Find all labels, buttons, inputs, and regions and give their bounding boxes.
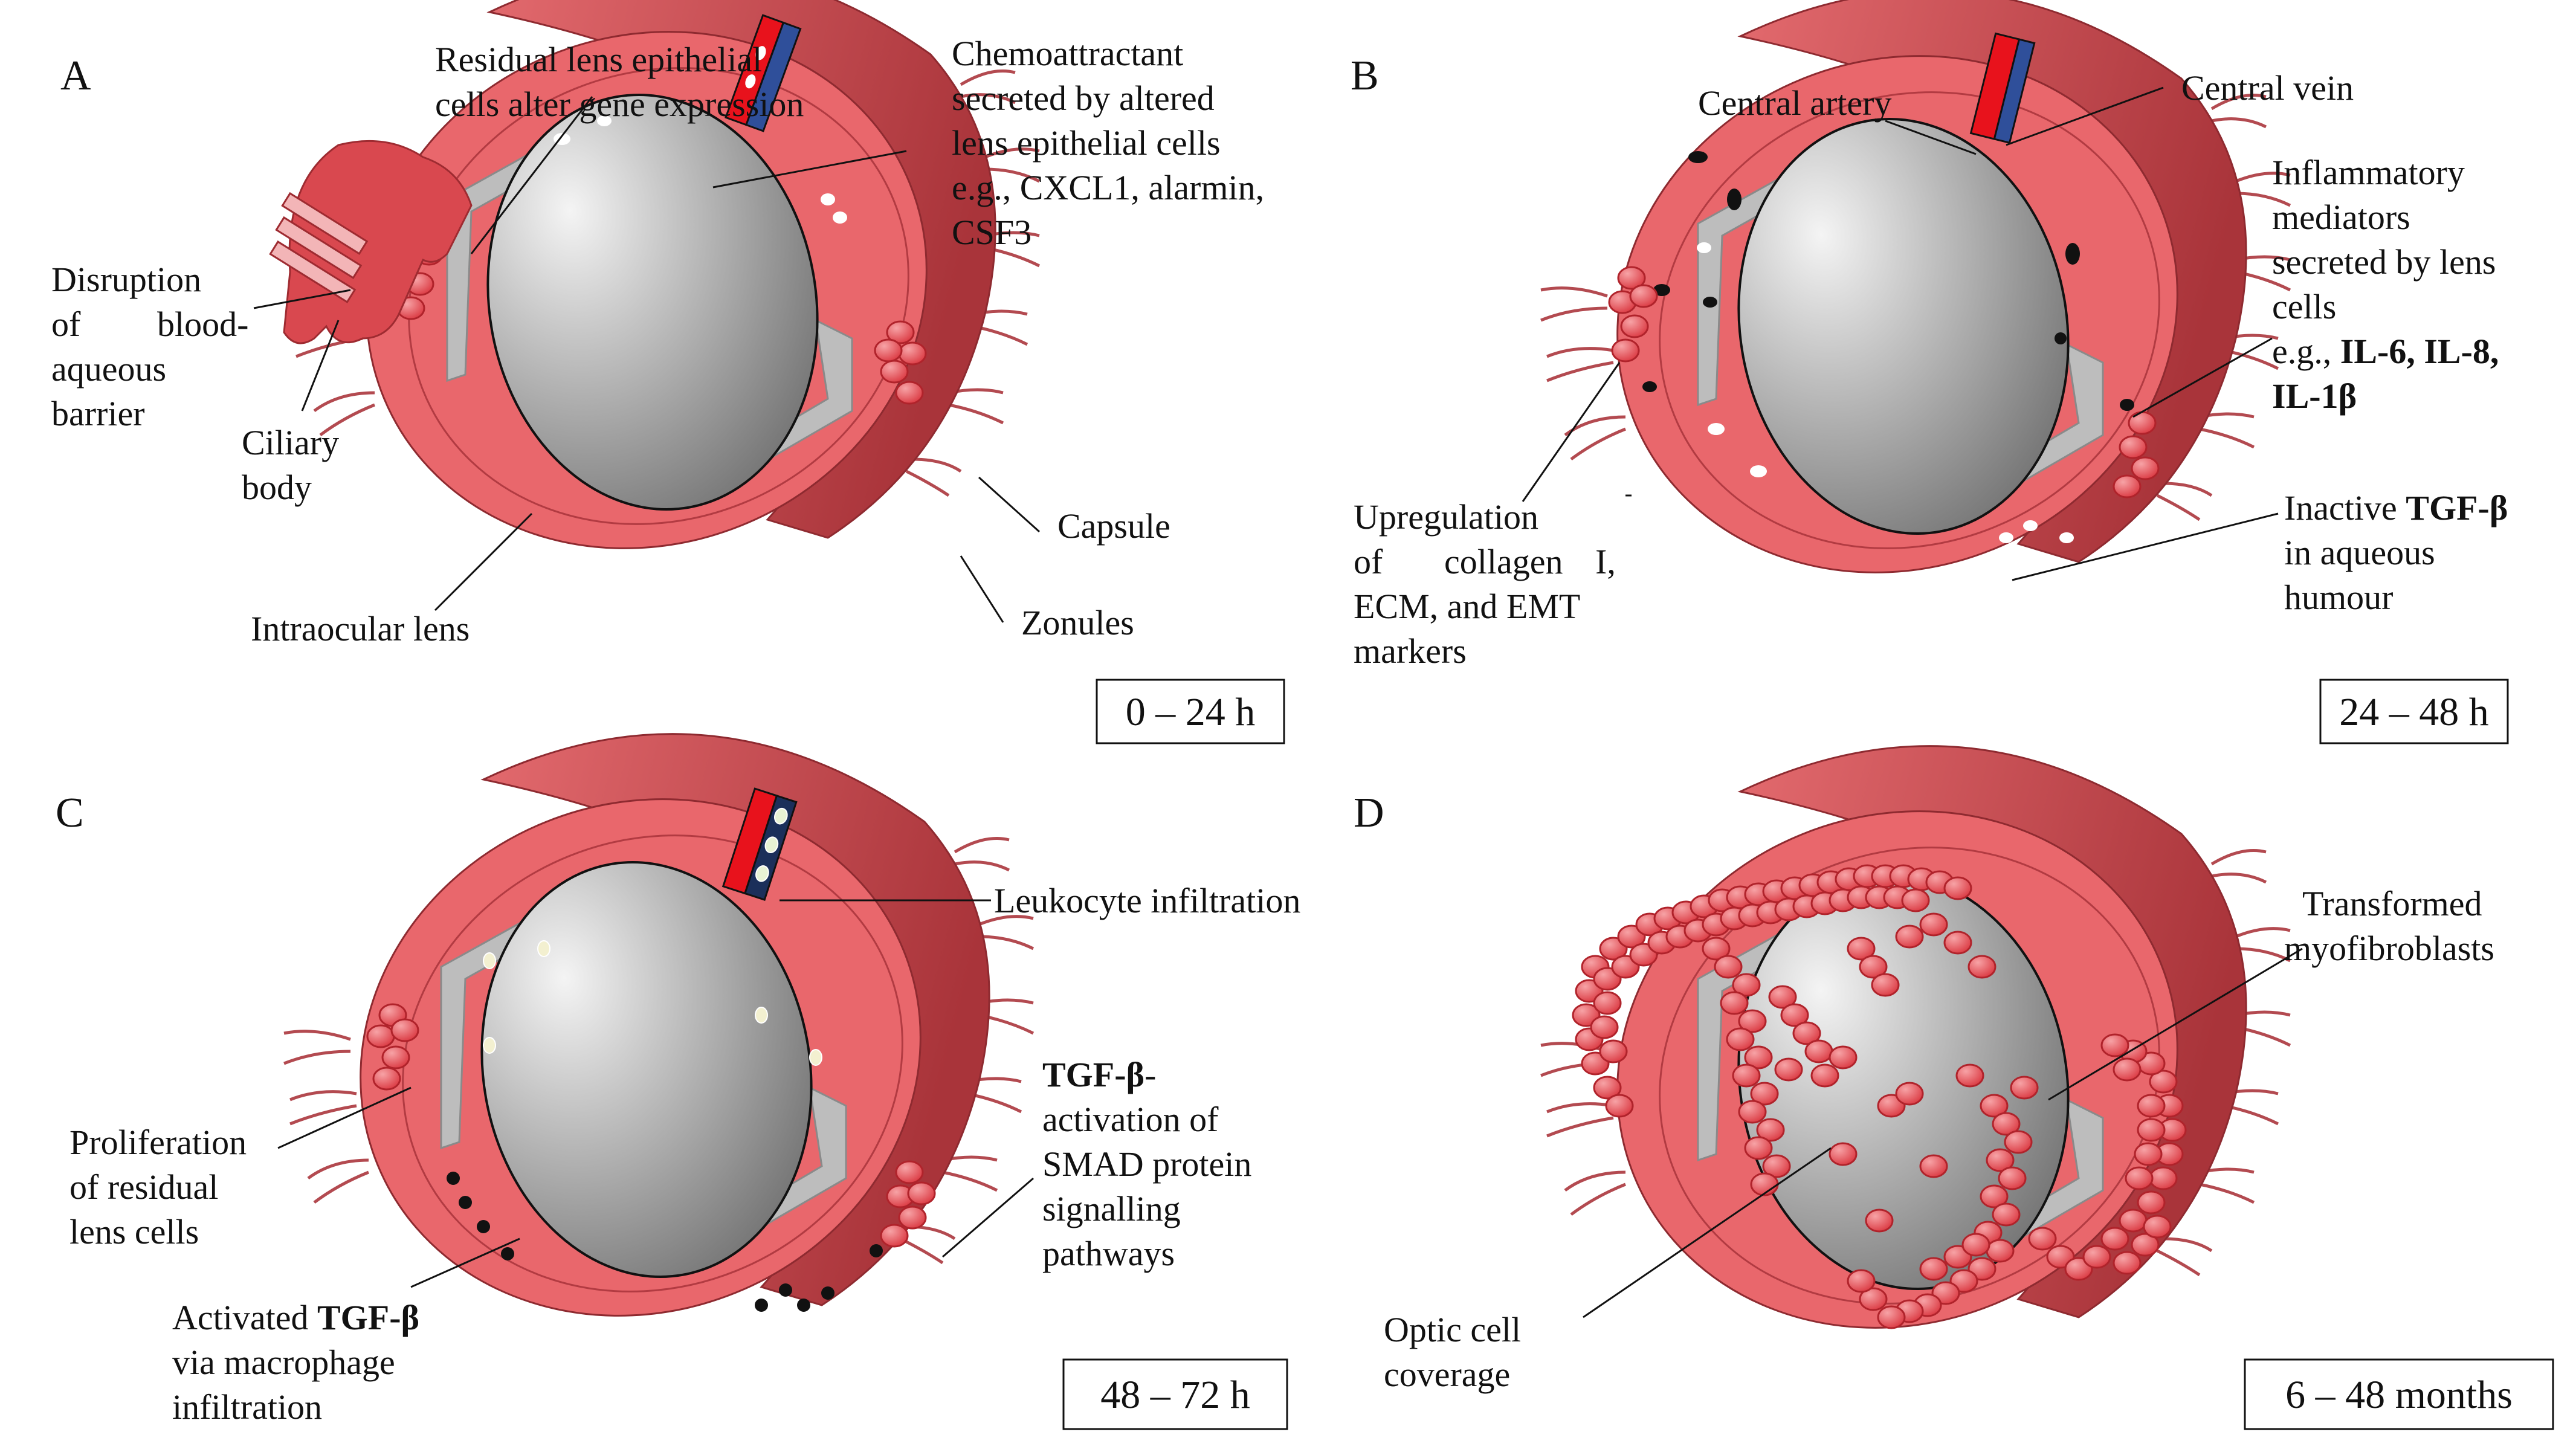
label-disruption-l1: Disruption bbox=[51, 260, 201, 299]
panel-c-time-box bbox=[1062, 1358, 1288, 1430]
label-leukocyte-infiltration: Leukocyte infiltration bbox=[994, 881, 1300, 920]
label-prolif-l2: of residual bbox=[69, 1167, 218, 1207]
label-inflam-l6: IL-1β bbox=[2272, 376, 2357, 416]
label-intraocular-lens: Intraocular lens bbox=[251, 609, 470, 648]
panel-d-time-box bbox=[2244, 1358, 2554, 1430]
label-zonules: Zonules bbox=[1021, 603, 1134, 642]
label-transformed-l1: Transformed bbox=[2302, 884, 2482, 923]
label-prolif-l1: Proliferation bbox=[69, 1123, 247, 1162]
label-disruption-l3: blood- bbox=[157, 305, 248, 344]
label-chemo-l3: lens epithelial cells bbox=[952, 123, 1221, 163]
label-inflam-l4: cells bbox=[2272, 287, 2336, 326]
label-chemo-l5: CSF3 bbox=[952, 213, 1031, 252]
panel-a-time-box bbox=[1096, 679, 1285, 744]
label-inflam-l2: mediators bbox=[2272, 198, 2410, 237]
label-upreg-l4: markers bbox=[1354, 631, 1467, 671]
label-inactive-l2: in aqueous bbox=[2284, 533, 2435, 572]
panel-b-letter: B bbox=[1351, 53, 1379, 99]
label-chemo-l1: Chemoattractant bbox=[952, 34, 1183, 73]
panel-d: D bbox=[1354, 728, 2554, 1430]
label-inactive-l1: Inactive TGF-β bbox=[2284, 488, 2508, 528]
label-central-artery: Central artery bbox=[1698, 83, 1891, 123]
label-transformed-l2: myofibroblasts bbox=[2284, 929, 2494, 968]
label-upreg-l3: ECM, and EMT bbox=[1354, 587, 1580, 626]
label-inflam-l5: e.g., IL-6, IL-8, bbox=[2272, 332, 2499, 371]
label-ciliary-l1: Ciliary bbox=[242, 423, 339, 462]
label-tgf-l4: signalling bbox=[1042, 1189, 1181, 1228]
label-capsule: Capsule bbox=[1057, 506, 1170, 546]
label-inactive-l3: humour bbox=[2284, 578, 2393, 617]
label-residual-cells-l1: Residual lens epithelial bbox=[435, 40, 762, 79]
label-tgf-l3: SMAD protein bbox=[1042, 1144, 1251, 1184]
ciliary-body bbox=[269, 140, 473, 344]
label-upreg-l2a: of bbox=[1354, 542, 1383, 581]
label-tgf-l2: activation of bbox=[1042, 1100, 1219, 1139]
label-activated-l1: Activated TGF-β bbox=[172, 1298, 419, 1337]
label-tgf-l5: pathways bbox=[1042, 1234, 1175, 1273]
label-central-vein: Central vein bbox=[2181, 68, 2354, 108]
panel-b-time-box bbox=[2319, 679, 2509, 744]
panel-a: A bbox=[51, 0, 1285, 744]
label-disruption-l5: barrier bbox=[51, 394, 145, 433]
panel-b-time: 24 – 48 h bbox=[2339, 690, 2489, 734]
label-upreg-l1: Upregulation bbox=[1354, 497, 1538, 537]
label-disruption-l2: of bbox=[51, 305, 81, 344]
label-ciliary-l2: body bbox=[242, 468, 312, 507]
label-optic-l1: Optic cell bbox=[1384, 1310, 1521, 1349]
panel-d-letter: D bbox=[1354, 790, 1384, 836]
label-tgf-l1: TGF-β- bbox=[1042, 1055, 1156, 1094]
label-activated-l2: via macrophage bbox=[172, 1343, 395, 1382]
panel-d-time: 6 – 48 months bbox=[2285, 1373, 2513, 1417]
panel-a-letter: A bbox=[60, 53, 91, 99]
panel-a-time: 0 – 24 h bbox=[1126, 690, 1256, 734]
label-optic-l2: coverage bbox=[1384, 1355, 1510, 1394]
label-disruption-l4: aqueous bbox=[51, 349, 166, 389]
panel-c-time: 48 – 72 h bbox=[1100, 1373, 1250, 1417]
panel-c-letter: C bbox=[56, 790, 84, 836]
label-activated-l3: infiltration bbox=[172, 1387, 322, 1427]
panel-c: C bbox=[56, 716, 1300, 1430]
label-upreg-l2b: collagen bbox=[1444, 542, 1563, 581]
label-chemo-l2: secreted by altered bbox=[952, 79, 1215, 118]
panel-b: B bbox=[1351, 0, 2509, 744]
label-inflam-l1: Inflammatory bbox=[2272, 153, 2465, 192]
label-inflam-l3: secreted by lens bbox=[2272, 242, 2496, 282]
label-prolif-l3: lens cells bbox=[69, 1212, 199, 1251]
label-residual-cells-l2: cells alter gene expression bbox=[435, 85, 804, 124]
label-chemo-l4: e.g., CXCL1, alarmin, bbox=[952, 168, 1264, 207]
label-upreg-l2c: I, bbox=[1595, 542, 1616, 581]
